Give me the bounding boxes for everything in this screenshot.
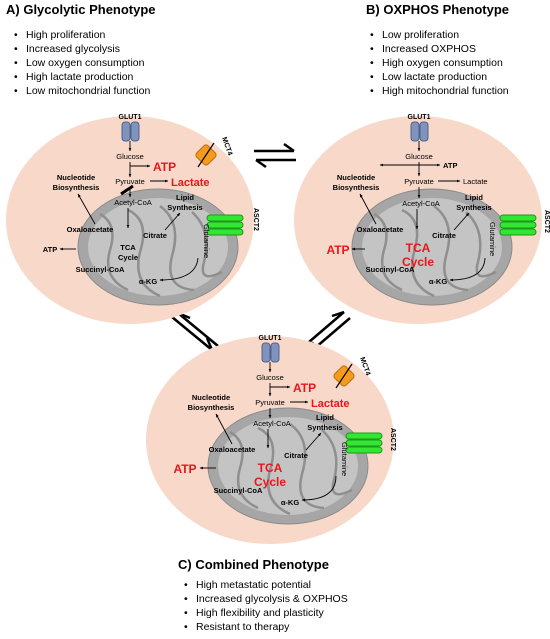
panel-c-bullet: High flexibility and plasticity — [184, 606, 348, 620]
synthesis-label: Synthesis — [307, 423, 342, 432]
pyruvate-label: Pyruvate — [404, 177, 434, 186]
inhibition-bar — [120, 184, 134, 196]
mitochondrion-inner — [88, 198, 228, 296]
asct2-transporter-icon — [499, 214, 537, 236]
atp-label: ATP — [293, 381, 316, 395]
panel-b-bullet: Low lactate production — [370, 70, 509, 84]
glucose-label: Glucose — [256, 373, 284, 382]
panel-b-bullet: Low proliferation — [370, 28, 509, 42]
akg-label: α-KG — [139, 277, 158, 286]
glut1-label: GLUT1 — [259, 335, 282, 342]
lipid-label: Lipid — [176, 193, 194, 202]
glucose-label: Glucose — [405, 152, 433, 161]
panel-a-bullet: Low mitochondrial function — [14, 84, 150, 98]
tca-label: TCA — [120, 243, 136, 252]
lactate-label: Lactate — [463, 177, 488, 186]
lipid-label: Lipid — [465, 193, 483, 202]
lipid-label: Lipid — [316, 413, 334, 422]
acetyl-coa-label: Acetyl-CoA — [114, 198, 152, 207]
glucose-label: Glucose — [116, 152, 144, 161]
atp-small-label: ATP — [43, 245, 57, 254]
glutamine-label: Glutamine — [340, 442, 349, 476]
atp-label: ATP — [153, 160, 176, 174]
asct2-transporter-icon — [206, 214, 244, 236]
oxaloacetate-label: Oxaloacetate — [67, 225, 114, 234]
acetyl-coa-label: Acetyl-CoA — [402, 199, 440, 208]
panel-c-title: C) Combined Phenotype — [178, 557, 329, 572]
synthesis-label: Synthesis — [456, 203, 491, 212]
citrate-label: Citrate — [284, 451, 308, 460]
succinyl-coa-label: Succinyl-CoA — [76, 265, 125, 274]
mct4-transporter-icon — [333, 363, 355, 389]
cycle-label: Cycle — [402, 255, 434, 269]
glutamine-label: Glutamine — [488, 222, 497, 256]
citrate-label: Citrate — [432, 231, 456, 240]
panel-a-bullets: High proliferation Increased glycolysis … — [14, 28, 150, 98]
panel-a-bullet: High proliferation — [14, 28, 150, 42]
akg-label: α-KG — [281, 498, 300, 507]
oxaloacetate-label: Oxaloacetate — [357, 225, 404, 234]
panel-b-bullet: High mitochondrial function — [370, 84, 509, 98]
glut1-transporter-icon — [410, 121, 429, 142]
succinyl-coa-label: Succinyl-CoA — [214, 486, 263, 495]
biosynthesis-label: Biosynthesis — [188, 403, 235, 412]
atp-label: ATP — [326, 243, 349, 257]
acetyl-coa-label: Acetyl-CoA — [253, 419, 291, 428]
mitochondrion-inner — [362, 198, 502, 296]
asct2-transporter-icon — [345, 432, 383, 454]
mitochondrion-inner — [218, 417, 358, 515]
combined-cell: GLUT1 MCT4 ASCT2 Glucose ATP Pyruvate La… — [146, 335, 396, 544]
glut1-transporter-icon — [261, 342, 280, 363]
panel-b-bullet: High oxygen consumption — [370, 56, 509, 70]
switch-arrows-a-c — [171, 311, 219, 351]
asct2-label: ASCT2 — [252, 208, 259, 231]
panel-a-bullet: Increased glycolysis — [14, 42, 150, 56]
glut1-label: GLUT1 — [408, 114, 431, 121]
panel-a-title: A) Glycolytic Phenotype — [6, 2, 156, 17]
oxaloacetate-label: Oxaloacetate — [209, 445, 256, 454]
nucleotide-label: Nucleotide — [57, 173, 95, 182]
succinyl-coa-label: Succinyl-CoA — [366, 265, 415, 274]
panel-c-bullet: High metastatic potential — [184, 578, 348, 592]
biosynthesis-label: Biosynthesis — [53, 183, 100, 192]
biosynthesis-label: Biosynthesis — [333, 183, 380, 192]
switch-arrows-a-b — [254, 142, 296, 169]
tca-label: TCA — [258, 461, 283, 475]
lactate-label: Lactate — [171, 177, 210, 189]
panel-b-title: B) OXPHOS Phenotype — [366, 2, 510, 17]
lactate-label: Lactate — [311, 398, 350, 410]
mct4-transporter-icon — [195, 142, 217, 168]
synthesis-label: Synthesis — [167, 203, 202, 212]
panel-a-bullet: Low oxygen consumption — [14, 56, 150, 70]
glycolytic-cell: GLUT1 MCT4 ASCT2 Glucose ATP Pyruvate La… — [6, 114, 259, 324]
panel-a-bullet: High lactate production — [14, 70, 150, 84]
akg-label: α-KG — [429, 277, 448, 286]
citrate-label: Citrate — [143, 231, 167, 240]
asct2-label: ASCT2 — [389, 428, 396, 451]
asct2-label: ASCT2 — [543, 210, 550, 233]
oxphos-cell: GLUT1 ASCT2 Glucose ATP Pyruvate Lactate… — [294, 114, 550, 324]
glut1-label: GLUT1 — [119, 114, 142, 121]
nucleotide-label: Nucleotide — [192, 393, 230, 402]
tca-label: TCA — [406, 241, 431, 255]
pyruvate-label: Pyruvate — [115, 177, 145, 186]
panel-c-bullet: Resistant to therapy — [184, 620, 348, 634]
panel-c-bullets: High metastatic potential Increased glyc… — [184, 578, 348, 634]
panel-c-bullet: Increased glycolysis & OXPHOS — [184, 592, 348, 606]
panel-b-bullet: Increased OXPHOS — [370, 42, 509, 56]
pyruvate-label: Pyruvate — [255, 398, 285, 407]
atp-label: ATP — [443, 161, 457, 170]
atp-label: ATP — [173, 462, 196, 476]
nucleotide-label: Nucleotide — [337, 173, 375, 182]
cycle-label: Cycle — [254, 475, 286, 489]
cycle-label: Cycle — [118, 253, 138, 262]
glutamine-label: Glutamine — [202, 224, 211, 258]
panel-b-bullets: Low proliferation Increased OXPHOS High … — [370, 28, 509, 98]
glut1-transporter-icon — [121, 121, 140, 142]
